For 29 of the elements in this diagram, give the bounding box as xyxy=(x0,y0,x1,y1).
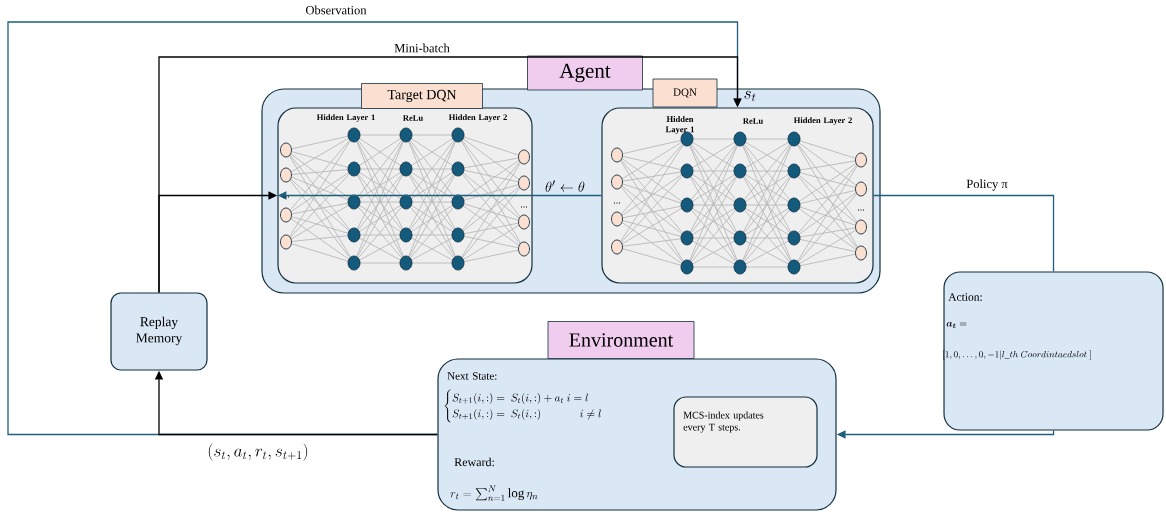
layer-label: Hidden Layer 2 xyxy=(448,114,507,122)
state-formula: $\begin{cases} S_{t+1}(i,:) =\ S_t(i,:) + a_t \ i = l \\ S_{t+1}(i,:) =\ S_t(i,:) \qquad\quad\ \ i \neq l \end{cases}$ xyxy=(444,389,601,423)
edge-label: Mini-batch xyxy=(393,42,451,54)
title-tab: Agent xyxy=(527,55,643,91)
state-label: $s_t$ xyxy=(744,90,756,102)
box-label: Action: xyxy=(948,293,982,301)
box-label: Reward: xyxy=(454,457,494,467)
edge-label: $\theta' \leftarrow \theta$ xyxy=(544,179,586,193)
title-tab: Target DQN xyxy=(361,83,483,109)
layer-label: Hidden Layer 1 xyxy=(316,114,375,122)
edge-label: Observation xyxy=(304,4,368,16)
box-label: Replay Memory xyxy=(136,316,183,346)
reward-formula: $r_t = \sum_{n=1}^{N} \log \eta_n$ xyxy=(450,485,538,501)
action-formula: $\boldsymbol{a_t}=$ xyxy=(946,321,967,329)
action-formula: $[1, 0, \ldots, 0, -1 | l\_th\ Coordintaedslot\ ]$ xyxy=(943,350,1091,360)
title-tab: DQN xyxy=(652,78,718,108)
edge-label: Policy π xyxy=(965,178,1009,192)
edge-label: $(s_t, a_t, r_t, s_{t+1})$ xyxy=(206,442,310,462)
ellipsis-label: ... xyxy=(520,206,528,208)
note-text: MCS-index updates every T steps. xyxy=(683,411,764,433)
box-label: Next State: xyxy=(447,372,497,380)
title-tab: Environment xyxy=(547,321,695,359)
ellipsis-label: ... xyxy=(282,196,290,198)
layer-label: Hidden Layer 1 xyxy=(665,116,694,134)
layer-label: ReLu xyxy=(403,115,423,121)
ellipsis-label: ... xyxy=(613,202,621,204)
layer-label: Hidden Layer 2 xyxy=(793,117,852,125)
ellipsis-label: ... xyxy=(857,209,865,211)
layer-label: ReLu xyxy=(743,118,763,124)
